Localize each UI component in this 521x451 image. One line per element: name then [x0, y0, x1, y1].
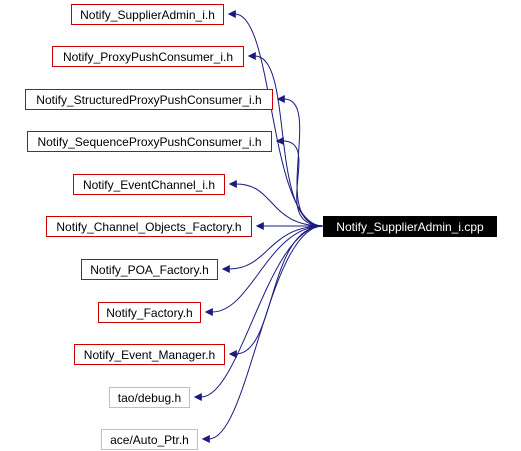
root-node-notify-supplieradmin-i-cpp[interactable]: Notify_SupplierAdmin_i.cpp [323, 216, 497, 237]
node-ace-auto-ptr-h[interactable]: ace/Auto_Ptr.h [101, 429, 198, 450]
node-notify-sequenceproxypushconsumer-i-h-label: Notify_SequenceProxyPushConsumer_i.h [37, 135, 261, 149]
node-notify-structuredproxypushconsumer-i-h-label: Notify_StructuredProxyPushConsumer_i.h [36, 93, 261, 107]
node-notify-supplieradmin-i-h[interactable]: Notify_SupplierAdmin_i.h [71, 4, 224, 25]
edge-to-notify-factory-h [204, 225, 324, 316]
node-notify-supplieradmin-i-h-box [71, 4, 224, 25]
node-notify-sequenceproxypushconsumer-i-h[interactable]: Notify_SequenceProxyPushConsumer_i.h [27, 131, 272, 152]
node-notify-structuredproxypushconsumer-i-h[interactable]: Notify_StructuredProxyPushConsumer_i.h [25, 89, 273, 110]
edge-to-ace-auto-ptr-h [201, 225, 324, 443]
node-notify-eventchannel-i-h-box [73, 174, 225, 195]
node-notify-sequenceproxypushconsumer-i-h-box [27, 131, 272, 152]
node-notify-channel-objects-factory-h[interactable]: Notify_Channel_Objects_Factory.h [46, 216, 252, 237]
edge-to-notify-sequenceproxypushconsumer-i-h [275, 137, 324, 227]
node-tao-debug-h-label: tao/debug.h [118, 391, 181, 405]
node-notify-poa-factory-h-label: Notify_POA_Factory.h [90, 263, 209, 277]
node-ace-auto-ptr-h-label: ace/Auto_Ptr.h [110, 433, 189, 447]
node-notify-eventchannel-i-h[interactable]: Notify_EventChannel_i.h [73, 174, 225, 195]
node-notify-poa-factory-h[interactable]: Notify_POA_Factory.h [81, 259, 218, 280]
root-node-notify-supplieradmin-i-cpp-label: Notify_SupplierAdmin_i.cpp [336, 220, 484, 234]
node-notify-factory-h[interactable]: Notify_Factory.h [98, 302, 201, 323]
edge-to-notify-event-manager-h [228, 225, 324, 358]
node-notify-proxypushconsumer-i-h[interactable]: Notify_ProxyPushConsumer_i.h [52, 46, 244, 67]
node-ace-auto-ptr-h-box [101, 429, 198, 450]
node-notify-event-manager-h-box [74, 344, 225, 365]
node-notify-channel-objects-factory-h-box [46, 216, 252, 237]
edge-to-notify-poa-factory-h [221, 225, 324, 273]
root-node-notify-supplieradmin-i-cpp-box [323, 216, 497, 237]
node-notify-channel-objects-factory-h-label: Notify_Channel_Objects_Factory.h [56, 220, 241, 234]
edge-to-notify-eventchannel-i-h [228, 180, 324, 227]
node-notify-proxypushconsumer-i-h-box [52, 46, 244, 67]
edge-to-notify-supplieradmin-i-h [227, 10, 324, 227]
edge-to-tao-debug-h [193, 225, 324, 401]
edge-to-notify-structuredproxypushconsumer-i-h [276, 95, 324, 227]
node-tao-debug-h-box [109, 387, 190, 408]
node-notify-eventchannel-i-h-label: Notify_EventChannel_i.h [83, 178, 215, 192]
node-notify-factory-h-box [98, 302, 201, 323]
node-notify-supplieradmin-i-h-label: Notify_SupplierAdmin_i.h [80, 8, 215, 22]
node-notify-proxypushconsumer-i-h-label: Notify_ProxyPushConsumer_i.h [63, 50, 233, 64]
node-notify-event-manager-h-label: Notify_Event_Manager.h [84, 348, 215, 362]
node-notify-factory-h-label: Notify_Factory.h [106, 306, 192, 320]
node-tao-debug-h[interactable]: tao/debug.h [109, 387, 190, 408]
nodes-layer: Notify_SupplierAdmin_i.hNotify_ProxyPush… [25, 4, 497, 450]
node-notify-structuredproxypushconsumer-i-h-box [25, 89, 273, 110]
node-notify-event-manager-h[interactable]: Notify_Event_Manager.h [74, 344, 225, 365]
node-notify-poa-factory-h-box [81, 259, 218, 280]
edges-layer [193, 10, 324, 443]
